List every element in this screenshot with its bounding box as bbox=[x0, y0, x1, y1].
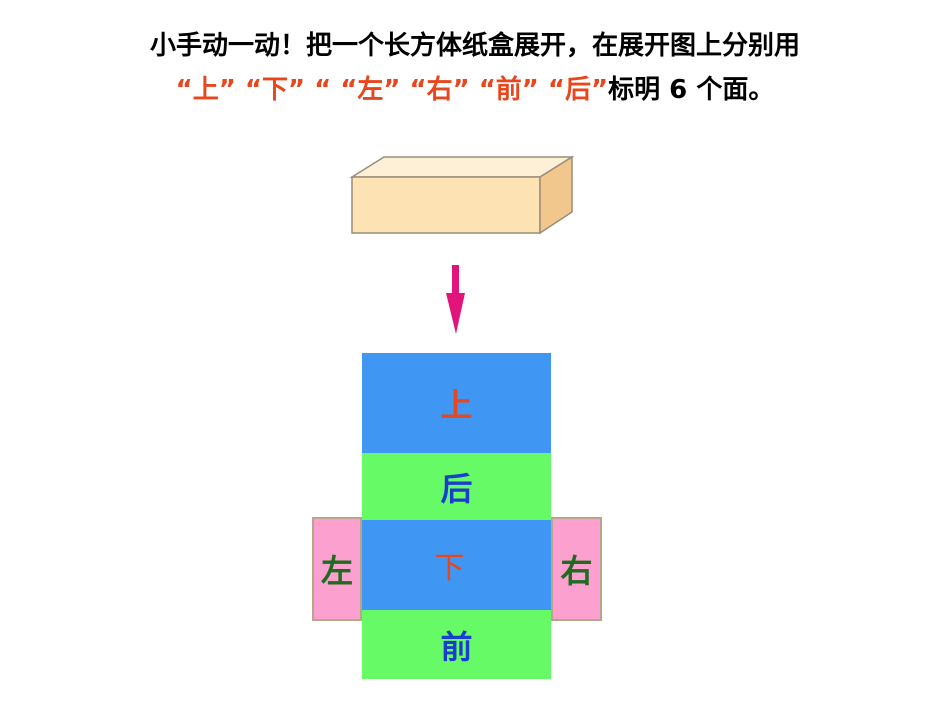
face-label-front: 前 bbox=[440, 627, 473, 666]
instruction-tail: 标明 6 个面。 bbox=[608, 75, 775, 105]
net-face-back: 后 bbox=[362, 453, 551, 520]
face-label-top: 上 bbox=[440, 386, 473, 424]
net-face-bottom: 下 bbox=[362, 520, 551, 610]
instruction-line-2: “上” “下” “ “左” “右” “前” “后”标明 6 个面。 bbox=[0, 74, 950, 106]
instruction-line-1: 小手动一动！把一个长方体纸盒展开，在展开图上分别用 bbox=[149, 31, 800, 61]
net-face-front: 前 bbox=[362, 610, 551, 679]
face-label-back: 后 bbox=[440, 469, 473, 508]
cuboid-box-icon bbox=[349, 155, 575, 235]
net-face-left: 左 bbox=[312, 517, 362, 621]
net-face-top: 上 bbox=[362, 353, 551, 453]
down-arrow-icon bbox=[446, 265, 465, 334]
face-label-bottom: 下 bbox=[434, 551, 465, 586]
face-names-quoted: “上” “下” “ “左” “右” “前” “后” bbox=[175, 75, 609, 105]
face-label-left: 左 bbox=[320, 552, 353, 590]
net-face-right: 右 bbox=[551, 517, 602, 621]
face-label-right: 右 bbox=[560, 552, 593, 590]
